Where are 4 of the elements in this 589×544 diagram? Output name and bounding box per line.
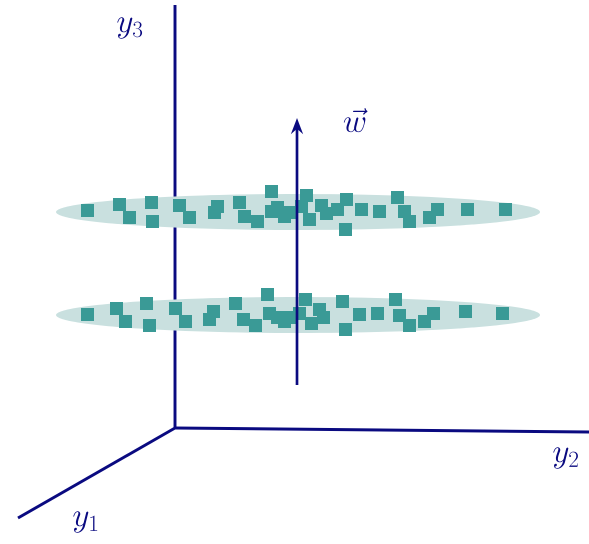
- axis-label: $y_1$: [73, 511, 98, 533]
- axis-label: $y_3$: [117, 17, 142, 39]
- axis-label: $y_2$: [553, 447, 578, 469]
- axis-label: $\vec{w}$: [344, 108, 368, 132]
